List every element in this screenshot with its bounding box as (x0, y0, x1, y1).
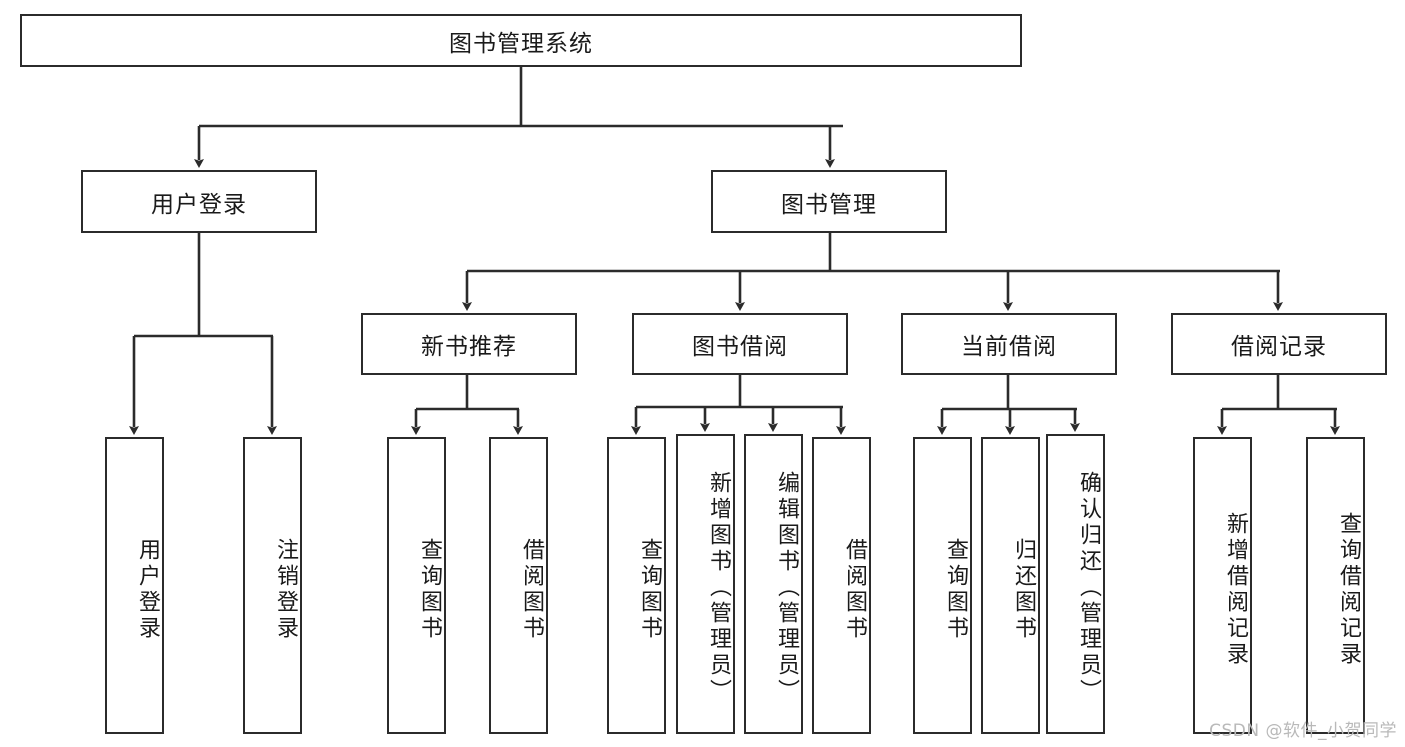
leaf-current-borrow-query[interactable]: 查询图书 (913, 437, 972, 734)
node-user-login-label: 用户登录 (151, 191, 247, 218)
leaf-new-book-query[interactable]: 查询图书 (387, 437, 446, 734)
leaf-current-borrow-return[interactable]: 归还图书 (981, 437, 1040, 734)
leaf-label: 注销登录 (273, 537, 298, 642)
leaf-book-borrow-borrow[interactable]: 借阅图书 (812, 437, 871, 734)
node-book-manage[interactable]: 图书管理 (711, 170, 947, 233)
leaf-label: 归还图书 (1011, 537, 1036, 642)
node-root[interactable]: 图书管理系统 (20, 14, 1022, 67)
leaf-label: 借阅图书 (842, 537, 867, 642)
leaf-label: 借阅图书 (519, 537, 544, 642)
node-book-borrow[interactable]: 图书借阅 (632, 313, 848, 375)
leaf-label: 确认归还（管理员） (1076, 471, 1101, 705)
leaf-label: 用户登录 (135, 537, 160, 642)
leaf-label: 查询图书 (637, 537, 662, 642)
leaf-label: 编辑图书（管理员） (774, 471, 799, 705)
leaf-book-borrow-query[interactable]: 查询图书 (607, 437, 666, 734)
leaf-user-login-logout[interactable]: 注销登录 (243, 437, 302, 734)
leaf-label: 新增借阅记录 (1223, 511, 1248, 668)
node-user-login[interactable]: 用户登录 (81, 170, 317, 233)
node-borrow-record[interactable]: 借阅记录 (1171, 313, 1387, 375)
leaf-label: 查询借阅记录 (1336, 511, 1361, 668)
node-new-book-recommend[interactable]: 新书推荐 (361, 313, 577, 375)
csdn-watermark: CSDN @软件_小贺同学 (1209, 721, 1397, 741)
leaf-user-login-login[interactable]: 用户登录 (105, 437, 164, 734)
leaf-current-borrow-confirm-return[interactable]: 确认归还（管理员） (1046, 434, 1105, 734)
node-borrow-record-label: 借阅记录 (1231, 334, 1327, 360)
node-current-borrow-label: 当前借阅 (961, 334, 1057, 360)
node-book-borrow-label: 图书借阅 (692, 334, 788, 360)
leaf-label: 查询图书 (943, 537, 968, 642)
node-new-book-recommend-label: 新书推荐 (421, 334, 517, 360)
leaf-borrow-record-add[interactable]: 新增借阅记录 (1193, 437, 1252, 734)
node-book-manage-label: 图书管理 (781, 191, 877, 218)
leaf-label: 查询图书 (417, 537, 442, 642)
leaf-book-borrow-edit[interactable]: 编辑图书（管理员） (744, 434, 803, 734)
leaf-borrow-record-query[interactable]: 查询借阅记录 (1306, 437, 1365, 734)
leaf-new-book-borrow[interactable]: 借阅图书 (489, 437, 548, 734)
node-current-borrow[interactable]: 当前借阅 (901, 313, 1117, 375)
leaf-label: 新增图书（管理员） (706, 471, 731, 705)
node-root-label: 图书管理系统 (449, 30, 593, 57)
leaf-book-borrow-add[interactable]: 新增图书（管理员） (676, 434, 735, 734)
